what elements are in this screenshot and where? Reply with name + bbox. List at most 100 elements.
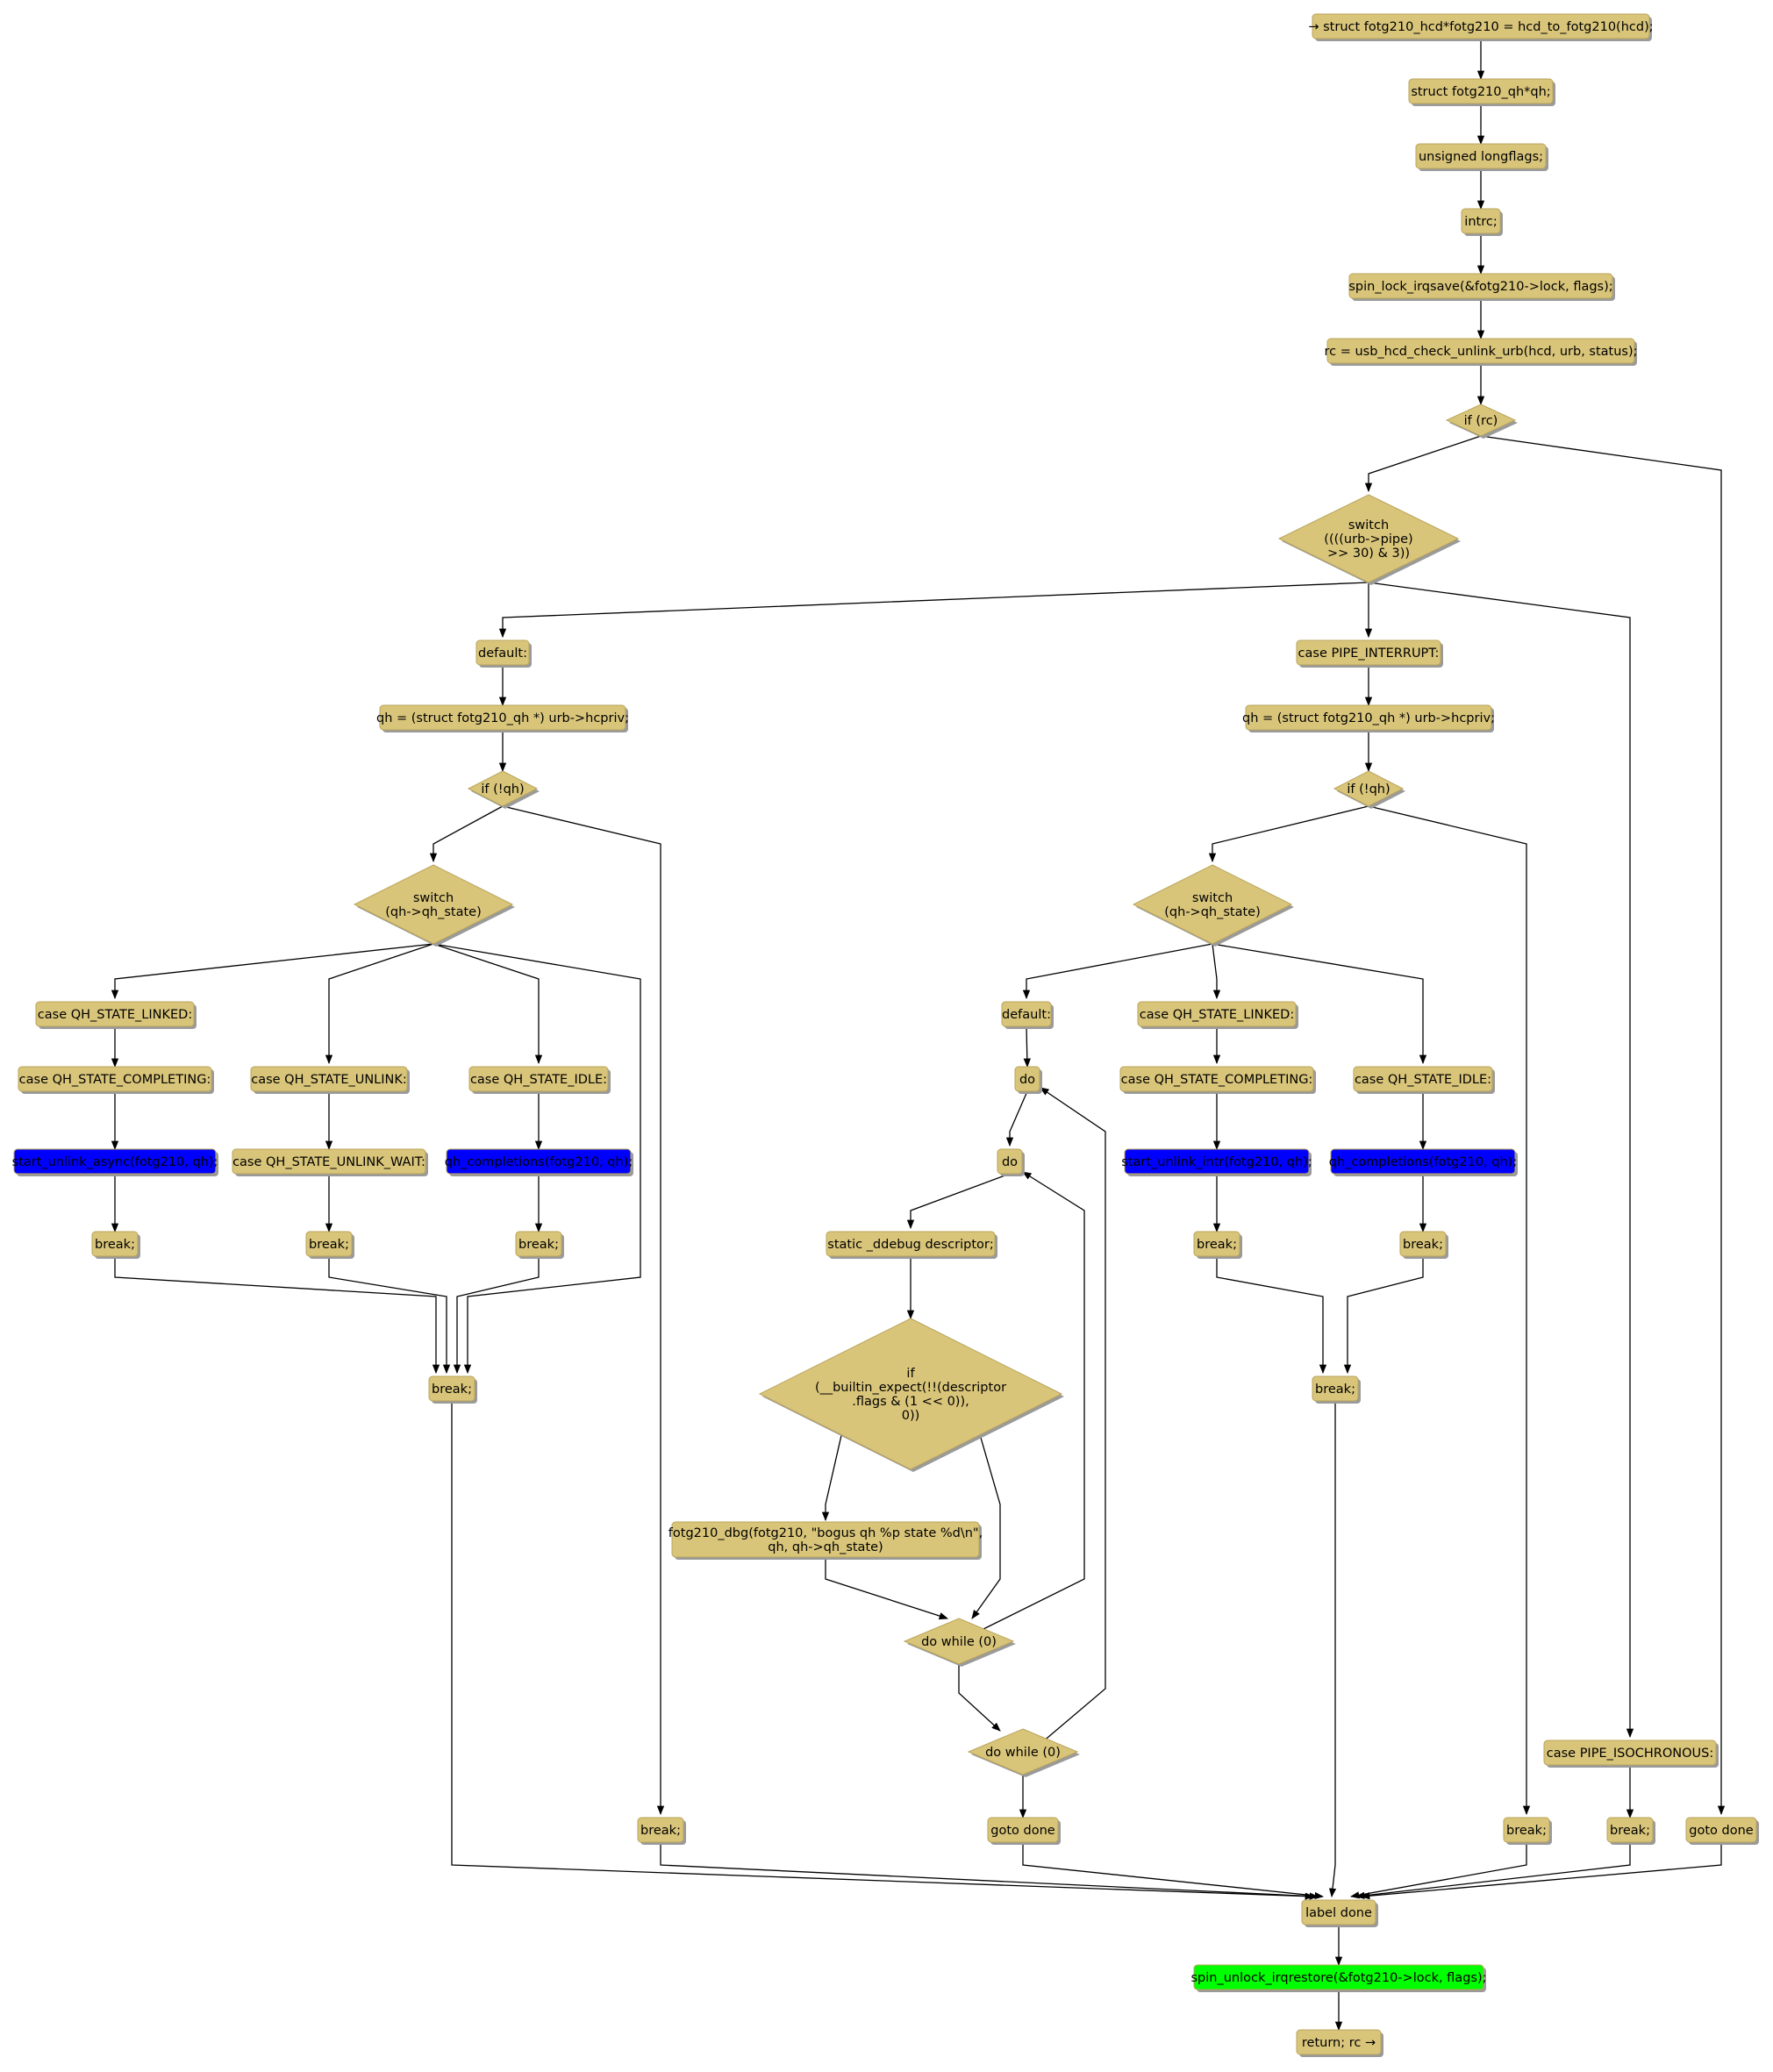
flow-edge-ifqh_l-to-break_l_noqh bbox=[502, 805, 665, 1816]
statement-node-rc[interactable]: intrc; bbox=[1461, 208, 1503, 236]
statement-node-do2[interactable]: do bbox=[997, 1148, 1025, 1176]
decision-node-switch-pipe[interactable]: switch((((urb->pipe)>> 30) & 3)) bbox=[1277, 494, 1461, 585]
node-label: start_unlink_intr(fotg210, qh); bbox=[1121, 1155, 1312, 1169]
statement-node-unlink-wait-l[interactable]: case QH_STATE_UNLINK_WAIT: bbox=[232, 1148, 428, 1176]
flow-edge-switch_pipe-to-default_l bbox=[498, 582, 1369, 639]
statement-node-linked-l[interactable]: case QH_STATE_LINKED: bbox=[35, 1001, 197, 1029]
statement-node-ddebug[interactable]: static _ddebug descriptor; bbox=[826, 1231, 997, 1259]
rect-shape bbox=[637, 1817, 684, 1843]
statement-node-break-l1[interactable]: break; bbox=[91, 1231, 140, 1259]
rect-shape bbox=[232, 1148, 426, 1175]
statement-node-interrupt[interactable]: case PIPE_INTERRUPT: bbox=[1296, 639, 1443, 668]
statement-node-completing-r[interactable]: case QH_STATE_COMPLETING: bbox=[1119, 1066, 1316, 1094]
node-label: break; bbox=[1197, 1238, 1237, 1252]
statement-node-break-l2[interactable]: break; bbox=[305, 1231, 354, 1259]
statement-node-idle-l[interactable]: case QH_STATE_IDLE: bbox=[468, 1066, 611, 1094]
decision-node-switch-state-r[interactable]: switch(qh->qh_state) bbox=[1132, 864, 1294, 947]
rect-shape bbox=[1685, 1817, 1757, 1843]
statement-node-dbg[interactable]: fotg210_dbg(fotg210, "bogus qh %p state … bbox=[668, 1521, 983, 1560]
statement-node-unlock[interactable]: spin_unlock_irqrestore(&fotg210->lock, f… bbox=[1191, 1964, 1487, 1992]
flow-edge-switch_state_l-to-unlink_l bbox=[325, 943, 434, 1065]
node-label: qh, qh->qh_state) bbox=[768, 1540, 883, 1554]
node-label: case QH_STATE_LINKED: bbox=[38, 1008, 192, 1022]
statement-node-qh-l[interactable]: qh = (struct fotg210_qh *) urb->hcpriv; bbox=[376, 704, 629, 732]
statement-node-do1[interactable]: do bbox=[1014, 1066, 1042, 1094]
node-label: if (rc) bbox=[1464, 414, 1498, 428]
statement-node-completing-l[interactable]: case QH_STATE_COMPLETING: bbox=[18, 1066, 214, 1094]
statement-node-label-done[interactable]: label done bbox=[1301, 1899, 1378, 1927]
statement-node-start-unlink-intr[interactable]: start_unlink_intr(fotg210, qh); bbox=[1121, 1148, 1312, 1176]
statement-node-break-r2[interactable]: break; bbox=[1399, 1231, 1448, 1259]
statement-node-break-r1[interactable]: break; bbox=[1193, 1231, 1242, 1259]
rect-shape bbox=[1301, 1899, 1376, 1926]
statement-node-break-r-noqh[interactable]: break; bbox=[1503, 1817, 1552, 1845]
statement-node-goto-done-m[interactable]: goto done bbox=[987, 1817, 1061, 1845]
statement-node-fotg[interactable]: → struct fotg210_hcd*fotg210 = hcd_to_fo… bbox=[1308, 13, 1654, 41]
decision-node-if-builtin[interactable]: if(__builtin_expect(!!(descriptor.flags … bbox=[758, 1318, 1064, 1472]
decision-node-ifqh-r[interactable]: if (!qh) bbox=[1333, 770, 1405, 809]
flow-edge-default_r-to-do1 bbox=[1023, 1025, 1031, 1068]
node-label: rc = usb_hcd_check_unlink_urb(hcd, urb, … bbox=[1324, 345, 1637, 359]
node-label: case QH_STATE_UNLINK: bbox=[251, 1073, 407, 1087]
statement-node-default-l[interactable]: default: bbox=[475, 639, 532, 668]
statement-node-break-l3[interactable]: break; bbox=[515, 1231, 564, 1259]
node-label: unsigned longflags; bbox=[1419, 150, 1543, 164]
node-label: case QH_STATE_UNLINK_WAIT: bbox=[232, 1155, 425, 1169]
statement-node-check[interactable]: rc = usb_hcd_check_unlink_urb(hcd, urb, … bbox=[1324, 338, 1638, 366]
node-label: fotg210_dbg(fotg210, "bogus qh %p state … bbox=[668, 1526, 983, 1540]
rect-shape bbox=[1312, 1375, 1359, 1402]
statement-node-return[interactable]: return; rc → bbox=[1296, 2029, 1383, 2057]
node-label: (qh->qh_state) bbox=[385, 905, 481, 919]
statement-node-break-l-join[interactable]: break; bbox=[428, 1375, 477, 1404]
flow-edge-if_builtin-to-dowhile1 bbox=[971, 1431, 1001, 1619]
node-label: static _ddebug descriptor; bbox=[827, 1238, 993, 1252]
node-label: spin_lock_irqsave(&fotg210->lock, flags)… bbox=[1348, 280, 1612, 294]
flow-edge-break_l2-to-break_l_join bbox=[328, 1256, 451, 1375]
node-label: (__builtin_expect(!!(descriptor bbox=[815, 1381, 1006, 1395]
rect-shape bbox=[468, 1066, 609, 1092]
rect-shape bbox=[91, 1231, 139, 1257]
statement-node-break-r-join[interactable]: break; bbox=[1312, 1375, 1361, 1404]
node-label: qh_completions(fotg210, qh); bbox=[1329, 1155, 1517, 1169]
node-label: switch bbox=[1192, 891, 1233, 905]
node-label: do while (0) bbox=[921, 1635, 997, 1649]
rect-shape bbox=[997, 1148, 1023, 1175]
rect-shape bbox=[1415, 143, 1547, 169]
statement-node-break-iso[interactable]: break; bbox=[1606, 1817, 1655, 1845]
diamond-shape bbox=[1445, 404, 1517, 437]
statement-node-linked-r[interactable]: case QH_STATE_LINKED: bbox=[1137, 1001, 1298, 1029]
decision-node-ifqh-l[interactable]: if (!qh) bbox=[467, 770, 540, 809]
statement-node-unlink-l[interactable]: case QH_STATE_UNLINK: bbox=[250, 1066, 410, 1094]
node-label: switch bbox=[1348, 518, 1389, 532]
statement-node-qh-completions-l[interactable]: qh_completions(fotg210, qh); bbox=[445, 1148, 633, 1176]
flow-edge-goto_done_r-to-label_done bbox=[1360, 1842, 1722, 1900]
statement-node-break-l-noqh[interactable]: break; bbox=[637, 1817, 686, 1845]
decision-node-dowhile2[interactable]: do while (0) bbox=[967, 1728, 1080, 1777]
statement-node-qh-r[interactable]: qh = (struct fotg210_qh *) urb->hcpriv; bbox=[1242, 704, 1495, 732]
node-label: break; bbox=[1610, 1824, 1650, 1838]
statement-node-lock[interactable]: spin_lock_irqsave(&fotg210->lock, flags)… bbox=[1348, 273, 1615, 301]
rect-shape bbox=[1296, 2029, 1382, 2055]
node-label: if bbox=[906, 1367, 915, 1381]
statement-node-isochronous[interactable]: case PIPE_ISOCHRONOUS: bbox=[1543, 1740, 1719, 1768]
nodes-layer: → struct fotg210_hcd*fotg210 = hcd_to_fo… bbox=[12, 13, 1759, 2057]
node-label: ((((urb->pipe) bbox=[1324, 532, 1412, 547]
statement-node-default-r[interactable]: default: bbox=[1001, 1001, 1054, 1029]
rect-shape bbox=[1330, 1148, 1516, 1175]
rect-shape bbox=[1137, 1001, 1297, 1027]
flow-edge-break_iso-to-label_done bbox=[1355, 1842, 1631, 1900]
statement-node-qhdecl[interactable]: struct fotg210_qh*qh; bbox=[1408, 78, 1555, 106]
node-label: break; bbox=[1403, 1238, 1443, 1252]
statement-node-idle-r[interactable]: case QH_STATE_IDLE: bbox=[1353, 1066, 1495, 1094]
rect-shape bbox=[1503, 1817, 1550, 1843]
rect-shape bbox=[1296, 639, 1441, 666]
statement-node-qh-completions-r[interactable]: qh_completions(fotg210, qh); bbox=[1329, 1148, 1518, 1176]
decision-node-switch-state-l[interactable]: switch(qh->qh_state) bbox=[353, 864, 515, 947]
rect-shape bbox=[1124, 1148, 1310, 1175]
statement-node-start-unlink-async[interactable]: start_unlink_async(fotg210, qh); bbox=[12, 1148, 218, 1176]
statement-node-flags[interactable]: unsigned longflags; bbox=[1415, 143, 1548, 171]
statement-node-goto-done-r[interactable]: goto done bbox=[1685, 1817, 1759, 1845]
decision-node-dowhile1[interactable]: do while (0) bbox=[903, 1618, 1016, 1667]
decision-node-ifrc[interactable]: if (rc) bbox=[1445, 404, 1518, 439]
